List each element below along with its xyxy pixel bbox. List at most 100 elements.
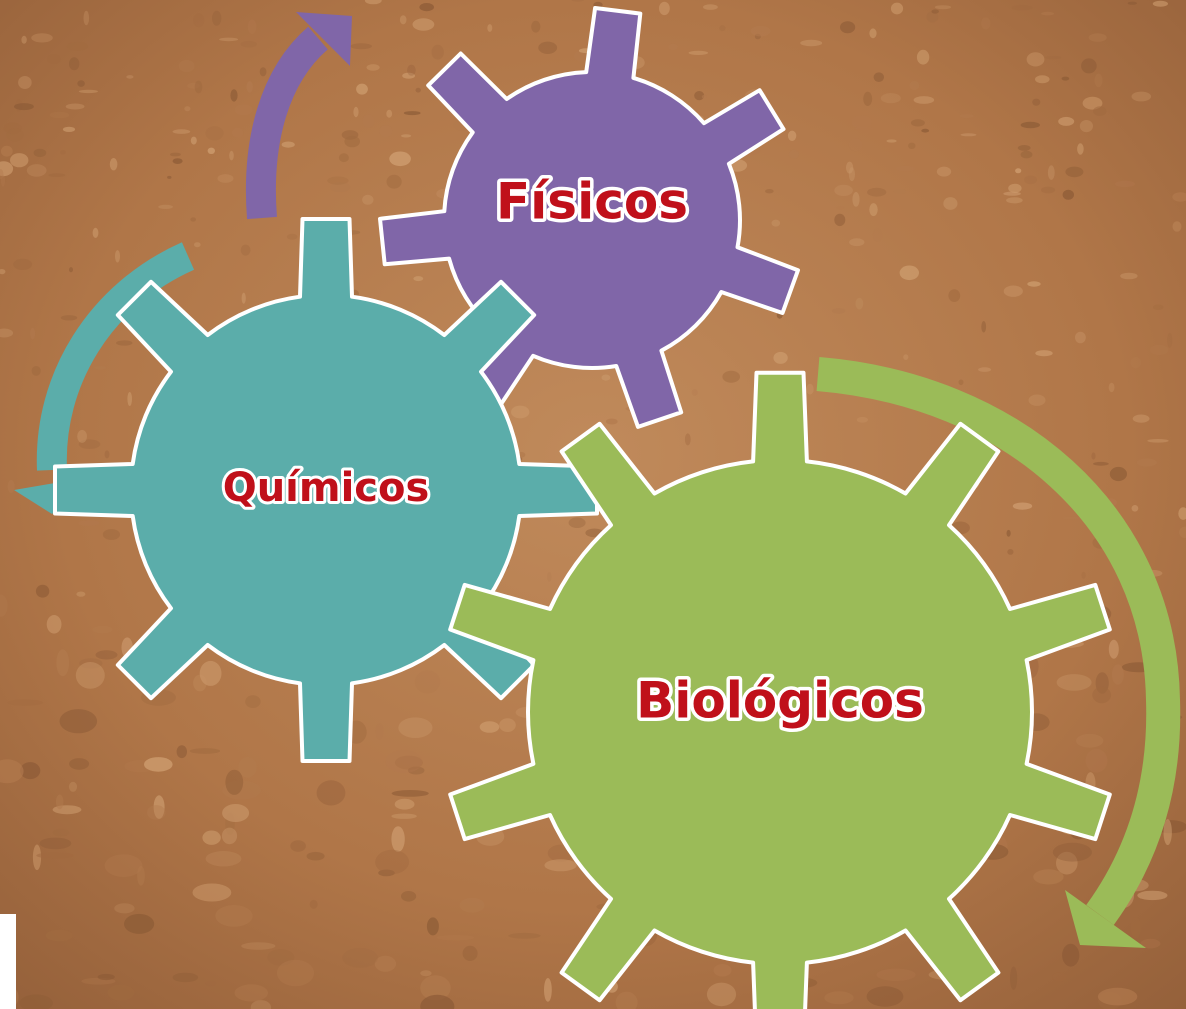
soil-clod xyxy=(937,167,951,177)
soil-clod xyxy=(1133,415,1150,423)
soil-clod xyxy=(398,717,432,738)
soil-clod xyxy=(961,133,977,136)
soil-clod xyxy=(876,969,915,981)
soil-clod xyxy=(921,129,929,133)
soil-clod xyxy=(689,51,709,55)
soil-clod xyxy=(206,851,242,866)
soil-clod xyxy=(1098,988,1137,1006)
soil-clod xyxy=(56,649,69,676)
fisicos-label: Físicos xyxy=(496,173,688,231)
soil-clod xyxy=(195,81,203,94)
soil-clod xyxy=(1080,120,1093,132)
soil-clod xyxy=(356,84,368,95)
soil-clod xyxy=(668,44,678,50)
soil-clod xyxy=(235,104,253,115)
soil-clod xyxy=(1109,383,1115,392)
soil-clod xyxy=(789,150,799,159)
soil-clod xyxy=(48,173,65,177)
soil-clod xyxy=(935,5,951,9)
soil-clod xyxy=(1062,944,1079,967)
soil-clod xyxy=(116,340,132,345)
soil-clod xyxy=(200,661,222,686)
soil-clod xyxy=(1167,333,1172,348)
soil-clod xyxy=(1089,33,1107,42)
soil-clod xyxy=(46,930,73,942)
soil-clod xyxy=(1153,305,1163,310)
soil-clod xyxy=(909,81,919,90)
soil-clod xyxy=(1033,869,1063,884)
soil-clod xyxy=(806,384,813,395)
soil-clod xyxy=(1164,819,1172,845)
soil-clod xyxy=(1035,75,1050,83)
soil-clod xyxy=(27,164,47,177)
soil-clod xyxy=(69,782,77,792)
soil-clod xyxy=(375,723,383,739)
soil-clod xyxy=(867,986,904,1006)
soil-clod xyxy=(193,13,204,27)
soil-clod xyxy=(836,206,844,209)
soil-clod xyxy=(1008,184,1021,193)
soil-clod xyxy=(84,11,90,25)
soil-clod xyxy=(1048,165,1055,180)
soil-clod xyxy=(56,795,64,810)
soil-clod xyxy=(1147,439,1168,443)
soil-clod xyxy=(389,152,411,167)
soil-clod xyxy=(1041,187,1055,194)
soil-clod xyxy=(544,978,552,1002)
soil-clod xyxy=(232,128,243,138)
soil-clod xyxy=(401,134,411,137)
soil-clod xyxy=(404,111,421,115)
soil-clod xyxy=(385,750,422,773)
soil-clod xyxy=(413,276,423,281)
soil-clod xyxy=(114,903,134,913)
soil-clod xyxy=(714,964,732,977)
soil-clod xyxy=(127,392,132,406)
soil-clod xyxy=(1128,2,1137,5)
soil-clod xyxy=(852,192,859,207)
soil-clod xyxy=(1013,503,1032,510)
soil-clod xyxy=(339,153,349,162)
soil-clod xyxy=(350,43,372,49)
soil-clod xyxy=(544,859,576,871)
soil-clod xyxy=(1075,332,1086,344)
soil-clod xyxy=(190,748,220,754)
soil-clod xyxy=(659,2,670,15)
soil-clod xyxy=(34,149,47,157)
soil-clod xyxy=(363,114,375,128)
white-tab xyxy=(0,914,16,1009)
soil-clod xyxy=(1004,286,1023,297)
soil-clod xyxy=(205,981,216,987)
soil-clod xyxy=(391,826,404,852)
soil-clod xyxy=(76,662,105,689)
soil-clod xyxy=(857,417,868,423)
soil-clod xyxy=(241,942,275,950)
soil-clod xyxy=(208,148,215,154)
soil-clod xyxy=(241,245,251,256)
soil-clod xyxy=(707,983,736,1007)
soil-clod xyxy=(8,480,15,493)
soil-clod xyxy=(1076,734,1103,748)
soil-clod xyxy=(751,26,771,37)
soil-clod xyxy=(379,125,392,137)
soil-clod xyxy=(849,138,863,151)
soil-clod xyxy=(21,36,26,44)
soil-clod xyxy=(13,259,32,270)
soil-clod xyxy=(437,935,474,940)
soil-clod xyxy=(222,804,249,822)
soil-clod xyxy=(77,80,84,87)
soil-clod xyxy=(1115,181,1135,188)
soil-clod xyxy=(432,45,444,60)
soil-clod xyxy=(1132,505,1139,512)
soil-clod xyxy=(194,242,201,247)
soil-clod xyxy=(245,695,260,708)
soil-clod xyxy=(362,195,373,205)
soil-clod xyxy=(105,450,110,458)
soil-clod xyxy=(327,177,348,185)
soil-clod xyxy=(834,214,845,226)
soil-clod xyxy=(260,67,267,76)
soil-clod xyxy=(1153,1,1168,7)
soil-clod xyxy=(173,973,199,982)
soil-clod xyxy=(115,250,120,262)
soil-clod xyxy=(47,615,62,634)
soil-clod xyxy=(191,137,197,145)
